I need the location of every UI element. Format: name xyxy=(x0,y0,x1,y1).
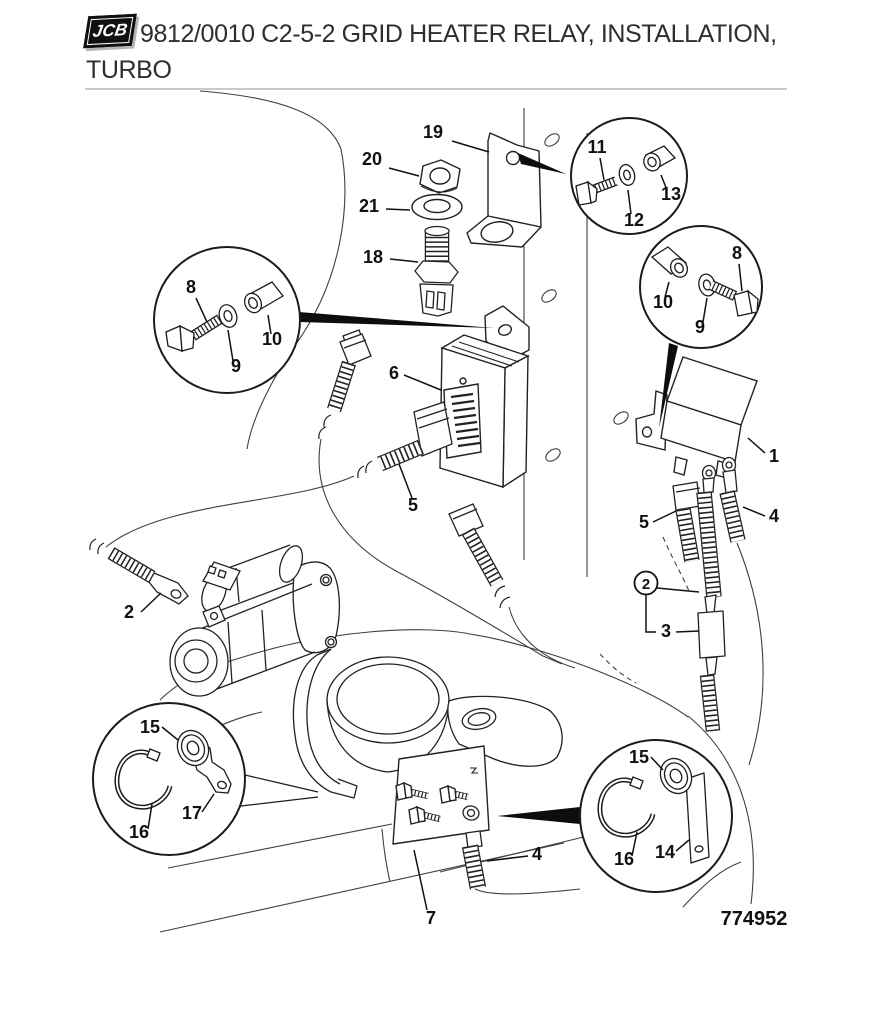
label-7: 7 xyxy=(426,908,436,928)
label-15-left: 15 xyxy=(140,717,160,737)
label-6: 6 xyxy=(389,363,399,383)
label-5-relay: 5 xyxy=(639,512,649,532)
relay-wire-5 xyxy=(672,481,701,563)
label-4-relay: 4 xyxy=(769,506,779,526)
bolt-11 xyxy=(575,176,618,206)
harness-plug-5 xyxy=(357,401,453,479)
label-14: 14 xyxy=(655,842,675,862)
label-9-left: 9 xyxy=(231,356,241,376)
label-3: 3 xyxy=(661,621,671,641)
heater-feed-wire-4 xyxy=(461,805,487,890)
label-10-left: 10 xyxy=(262,329,282,349)
bracket-19 xyxy=(466,132,542,248)
label-1: 1 xyxy=(769,446,779,466)
label-4-manifold: 4 xyxy=(532,844,542,864)
spacer-13 xyxy=(643,145,677,172)
pointer-bracket-to-circle xyxy=(518,153,566,174)
washer-9-left xyxy=(218,304,238,328)
nut-20 xyxy=(419,159,461,194)
strap-14 xyxy=(685,772,710,864)
clip-16-right xyxy=(597,776,656,838)
label-5-harness: 5 xyxy=(408,495,418,515)
spacer-10-left xyxy=(243,281,284,314)
detail-circle-11-12-13 xyxy=(570,117,688,235)
clip-16-left xyxy=(114,748,173,810)
label-11: 11 xyxy=(587,137,606,157)
spacer-10-right xyxy=(650,246,689,278)
pointer-circle-to-terminal xyxy=(497,807,580,824)
label-15-right: 15 xyxy=(629,747,649,767)
grid-heater-plate xyxy=(392,745,490,845)
relay-1 xyxy=(635,356,758,479)
temperature-sensor-18 xyxy=(414,225,459,317)
upper-harness-connector xyxy=(318,329,372,440)
relay-wire-3-assembly xyxy=(696,464,726,732)
mid-harness-connector xyxy=(448,503,511,609)
detail-circle-8-9-10-right xyxy=(639,225,763,349)
starter-cable-2 xyxy=(89,538,189,605)
grommet-15-left xyxy=(176,729,210,767)
washer-21 xyxy=(411,193,463,221)
washer-12 xyxy=(618,164,636,186)
label-19: 19 xyxy=(423,122,443,142)
label-18: 18 xyxy=(363,247,383,267)
label-8-left: 8 xyxy=(186,277,196,297)
circled-label-2: 2 xyxy=(633,570,659,596)
jcb-logo-text: JCB xyxy=(91,20,129,41)
jcb-logo: JCB xyxy=(83,13,137,49)
pointer-circle-to-relay xyxy=(659,343,678,428)
label-10-right: 10 xyxy=(653,292,673,312)
label-8-right: 8 xyxy=(732,243,742,263)
grommet-15-right xyxy=(659,757,693,795)
page-title-line1: 9812/0010 C2-5-2 GRID HEATER RELAY, INST… xyxy=(140,20,777,48)
label-13: 13 xyxy=(661,184,681,204)
relay-wire-4 xyxy=(719,456,746,543)
detail-circle-8-9-10-left xyxy=(153,246,301,394)
label-21: 21 xyxy=(359,196,379,216)
label-12: 12 xyxy=(624,210,644,230)
label-16-right: 16 xyxy=(614,849,634,869)
bolt-8-right xyxy=(708,280,759,317)
label-17: 17 xyxy=(182,803,202,823)
page-header: JCB 9812/0010 C2-5-2 GRID HEATER RELAY, … xyxy=(0,0,872,92)
starter-motor xyxy=(169,544,340,697)
label-20: 20 xyxy=(362,149,382,169)
callout-pointers xyxy=(299,153,678,824)
relay-module-6 xyxy=(439,305,530,489)
label-16-left: 16 xyxy=(129,822,149,842)
label-2-cable: 2 xyxy=(124,602,134,622)
detail-circle-15-16-17 xyxy=(92,702,319,856)
label-2-circled: 2 xyxy=(642,576,650,593)
pointer-circle-to-module xyxy=(299,312,494,328)
part-labels: 19 20 21 18 11 12 13 8 9 10 8 9 10 6 5 5… xyxy=(124,122,779,928)
drawing-number: 774952 xyxy=(721,908,788,930)
header-divider xyxy=(85,88,787,90)
intake-manifold xyxy=(292,648,563,799)
detail-circle-14-15-16 xyxy=(579,739,733,893)
label-9-right: 9 xyxy=(695,317,705,337)
leader-lines xyxy=(140,140,766,911)
page-title-line2: TURBO xyxy=(86,56,172,84)
bolt-8-left xyxy=(165,314,223,352)
